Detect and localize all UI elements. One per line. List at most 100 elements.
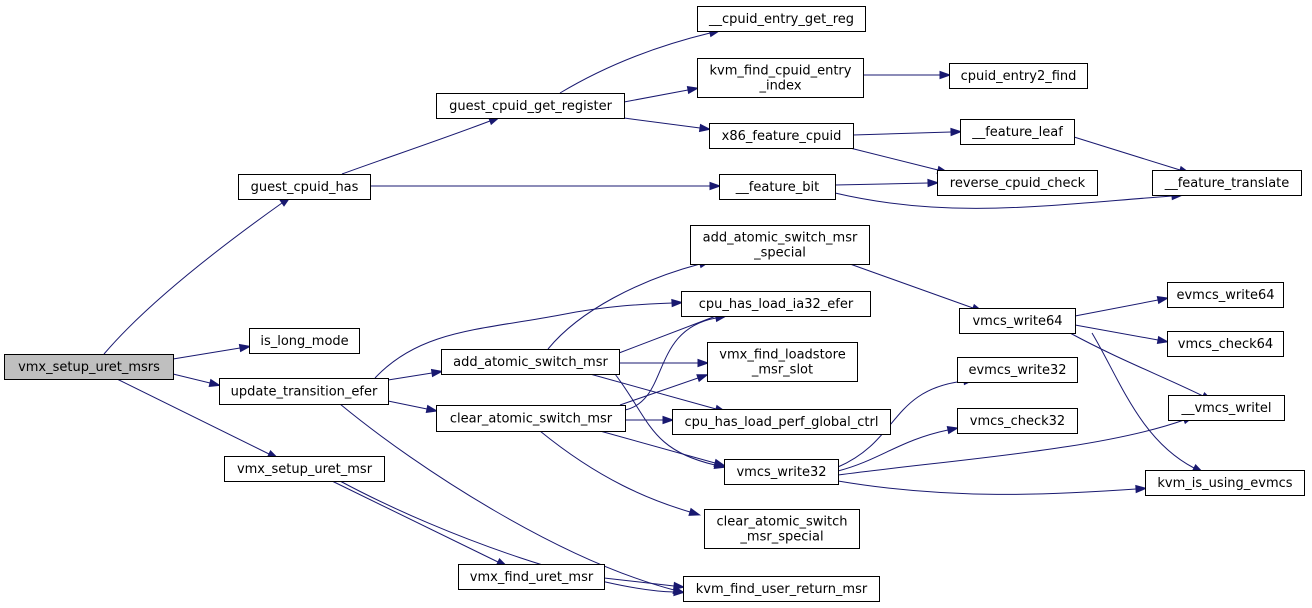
edge-line xyxy=(331,480,499,563)
node-box[interactable] xyxy=(436,405,626,432)
node-vmx-setup-uret-msrs[interactable]: vmx_setup_uret_msrs xyxy=(4,354,174,380)
node-cpuid-entry2-find[interactable]: cpuid_entry2_find xyxy=(949,63,1088,89)
node-cpu-has-load-perf-global-ctrl[interactable]: cpu_has_load_perf_global_ctrl xyxy=(672,409,891,435)
node-box[interactable] xyxy=(219,378,389,405)
edge-arrowhead xyxy=(671,298,684,308)
edge-vmx_setup_uret_msrs-to-is_long_mode xyxy=(172,343,252,360)
node-box[interactable] xyxy=(224,456,385,482)
node-add-atomic-switch-msr-special[interactable]: add_atomic_switch_msr_special xyxy=(690,225,870,265)
node-box[interactable] xyxy=(959,308,1076,334)
edge-vmcs_write64-to-evmcs_write64 xyxy=(1074,296,1170,317)
node-cpu-has-load-ia32-efer[interactable]: cpu_has_load_ia32_efer xyxy=(681,291,871,317)
node-is-long-mode[interactable]: is_long_mode xyxy=(249,328,360,354)
edges-layer xyxy=(103,29,1214,597)
edge-clear_atomic_switch_msr-to-vmcs_write32 xyxy=(599,430,727,467)
node-box[interactable] xyxy=(4,354,174,380)
node-feature-bit[interactable]: __feature_bit xyxy=(719,174,836,200)
node-label: evmcs_write64 xyxy=(1176,288,1274,303)
edge-line xyxy=(547,263,701,350)
node-box[interactable] xyxy=(1152,170,1302,196)
node-label: reverse_cpuid_check xyxy=(950,176,1086,191)
node-vmcs-write32[interactable]: vmcs_write32 xyxy=(724,459,839,485)
node-box[interactable] xyxy=(249,328,360,354)
node-box[interactable] xyxy=(704,509,860,549)
edge-arrowhead xyxy=(686,85,700,95)
node-clear-atomic-switch-msr[interactable]: clear_atomic_switch_msr xyxy=(436,405,626,432)
node-kvm-is-using-evmcs[interactable]: kvm_is_using_evmcs xyxy=(1145,470,1305,496)
node-box[interactable] xyxy=(724,459,839,485)
node-box[interactable] xyxy=(1167,282,1284,308)
edge-line xyxy=(619,377,699,406)
node-feature-leaf[interactable]: __feature_leaf xyxy=(960,119,1075,145)
node-guest-cpuid-has[interactable]: guest_cpuid_has xyxy=(238,174,371,200)
node-box[interactable] xyxy=(441,349,620,375)
edge-arrowhead xyxy=(713,458,727,467)
edge-vmx_setup_uret_msr-to-kvm_find_user_return_msr xyxy=(339,480,686,597)
node-update-transition-efer[interactable]: update_transition_efer xyxy=(219,378,389,405)
node-label: update_transition_efer xyxy=(231,385,378,400)
node-box[interactable] xyxy=(707,342,858,382)
node-label: _special xyxy=(753,246,806,261)
node-box[interactable] xyxy=(436,93,625,119)
node-box[interactable] xyxy=(1168,395,1285,421)
node-box[interactable] xyxy=(949,63,1088,89)
node-box[interactable] xyxy=(1145,470,1305,496)
node-box[interactable] xyxy=(960,119,1075,145)
node-box[interactable] xyxy=(937,170,1098,196)
edge-line xyxy=(623,89,689,103)
nodes-layer: vmx_setup_uret_msrs guest_cpuid_has is_lon… xyxy=(4,6,1305,602)
node-feature-translate[interactable]: __feature_translate xyxy=(1152,170,1302,196)
node-vmcs-check64[interactable]: vmcs_check64 xyxy=(1167,331,1284,357)
node-label: vmcs_check64 xyxy=(1178,337,1273,352)
node-x86-feature-cpuid[interactable]: x86_feature_cpuid xyxy=(709,123,854,149)
node-label: vmcs_check32 xyxy=(970,414,1065,429)
node-box[interactable] xyxy=(1167,331,1284,357)
node-vmx-setup-uret-msr[interactable]: vmx_setup_uret_msr xyxy=(224,456,385,482)
node-box[interactable] xyxy=(957,408,1078,434)
edge-line xyxy=(599,430,716,464)
edge-arrowhead xyxy=(673,581,686,591)
node-box[interactable] xyxy=(697,58,864,98)
node-label: cpu_has_load_ia32_efer xyxy=(699,297,854,312)
node-label: is_long_mode xyxy=(260,334,348,349)
edge-line xyxy=(539,430,691,513)
edge-arrowhead xyxy=(425,404,439,413)
node-vmcs-writel[interactable]: __vmcs_writel xyxy=(1168,395,1285,421)
node-evmcs-write32[interactable]: evmcs_write32 xyxy=(957,357,1078,383)
node-vmcs-check32[interactable]: vmcs_check32 xyxy=(957,408,1078,434)
node-guest-cpuid-get-register[interactable]: guest_cpuid_get_register xyxy=(436,93,625,119)
node-box[interactable] xyxy=(681,291,871,317)
node-vmcs-write64[interactable]: vmcs_write64 xyxy=(959,308,1076,334)
node-vmx-find-loadstore-msr-slot[interactable]: vmx_find_loadstore_msr_slot xyxy=(707,342,858,382)
node-box[interactable] xyxy=(672,409,891,435)
node-label: __vmcs_writel xyxy=(1180,401,1271,416)
edge-arrowhead xyxy=(430,368,444,378)
node-clear-atomic-switch-msr-special[interactable]: clear_atomic_switch_msr_special xyxy=(704,509,860,549)
node-box[interactable] xyxy=(719,174,836,200)
node-evmcs-write64[interactable]: evmcs_write64 xyxy=(1167,282,1284,308)
edge-line xyxy=(849,147,939,171)
edge-__feature_leaf-to-__feature_translate xyxy=(1073,136,1191,174)
edge-line xyxy=(834,192,1173,209)
edge-line xyxy=(172,347,241,360)
node-label: clear_atomic_switch xyxy=(716,515,847,530)
node-box[interactable] xyxy=(458,564,605,590)
node-label: vmx_setup_uret_msrs xyxy=(18,360,160,375)
edge-line xyxy=(624,317,717,411)
node-box[interactable] xyxy=(690,225,870,265)
edge-line xyxy=(589,373,717,410)
node-label: _index xyxy=(758,79,801,94)
node-vmx-find-uret-msr[interactable]: vmx_find_uret_msr xyxy=(458,564,605,590)
node-kvm-find-cpuid-entry-index[interactable]: kvm_find_cpuid_entry_index xyxy=(697,58,864,98)
node-box[interactable] xyxy=(697,6,866,32)
node-box[interactable] xyxy=(709,123,854,149)
node-box[interactable] xyxy=(238,174,371,200)
node-reverse-cpuid-check[interactable]: reverse_cpuid_check xyxy=(937,170,1098,196)
node-kvm-find-user-return-msr[interactable]: kvm_find_user_return_msr xyxy=(683,576,880,602)
node-box[interactable] xyxy=(683,576,880,602)
edge-line xyxy=(1091,332,1195,469)
node-label: cpuid_entry2_find xyxy=(961,69,1077,84)
node-add-atomic-switch-msr[interactable]: add_atomic_switch_msr xyxy=(441,349,620,375)
node-cpuid-entry-get-reg[interactable]: __cpuid_entry_get_reg xyxy=(697,6,866,32)
node-box[interactable] xyxy=(957,357,1078,383)
